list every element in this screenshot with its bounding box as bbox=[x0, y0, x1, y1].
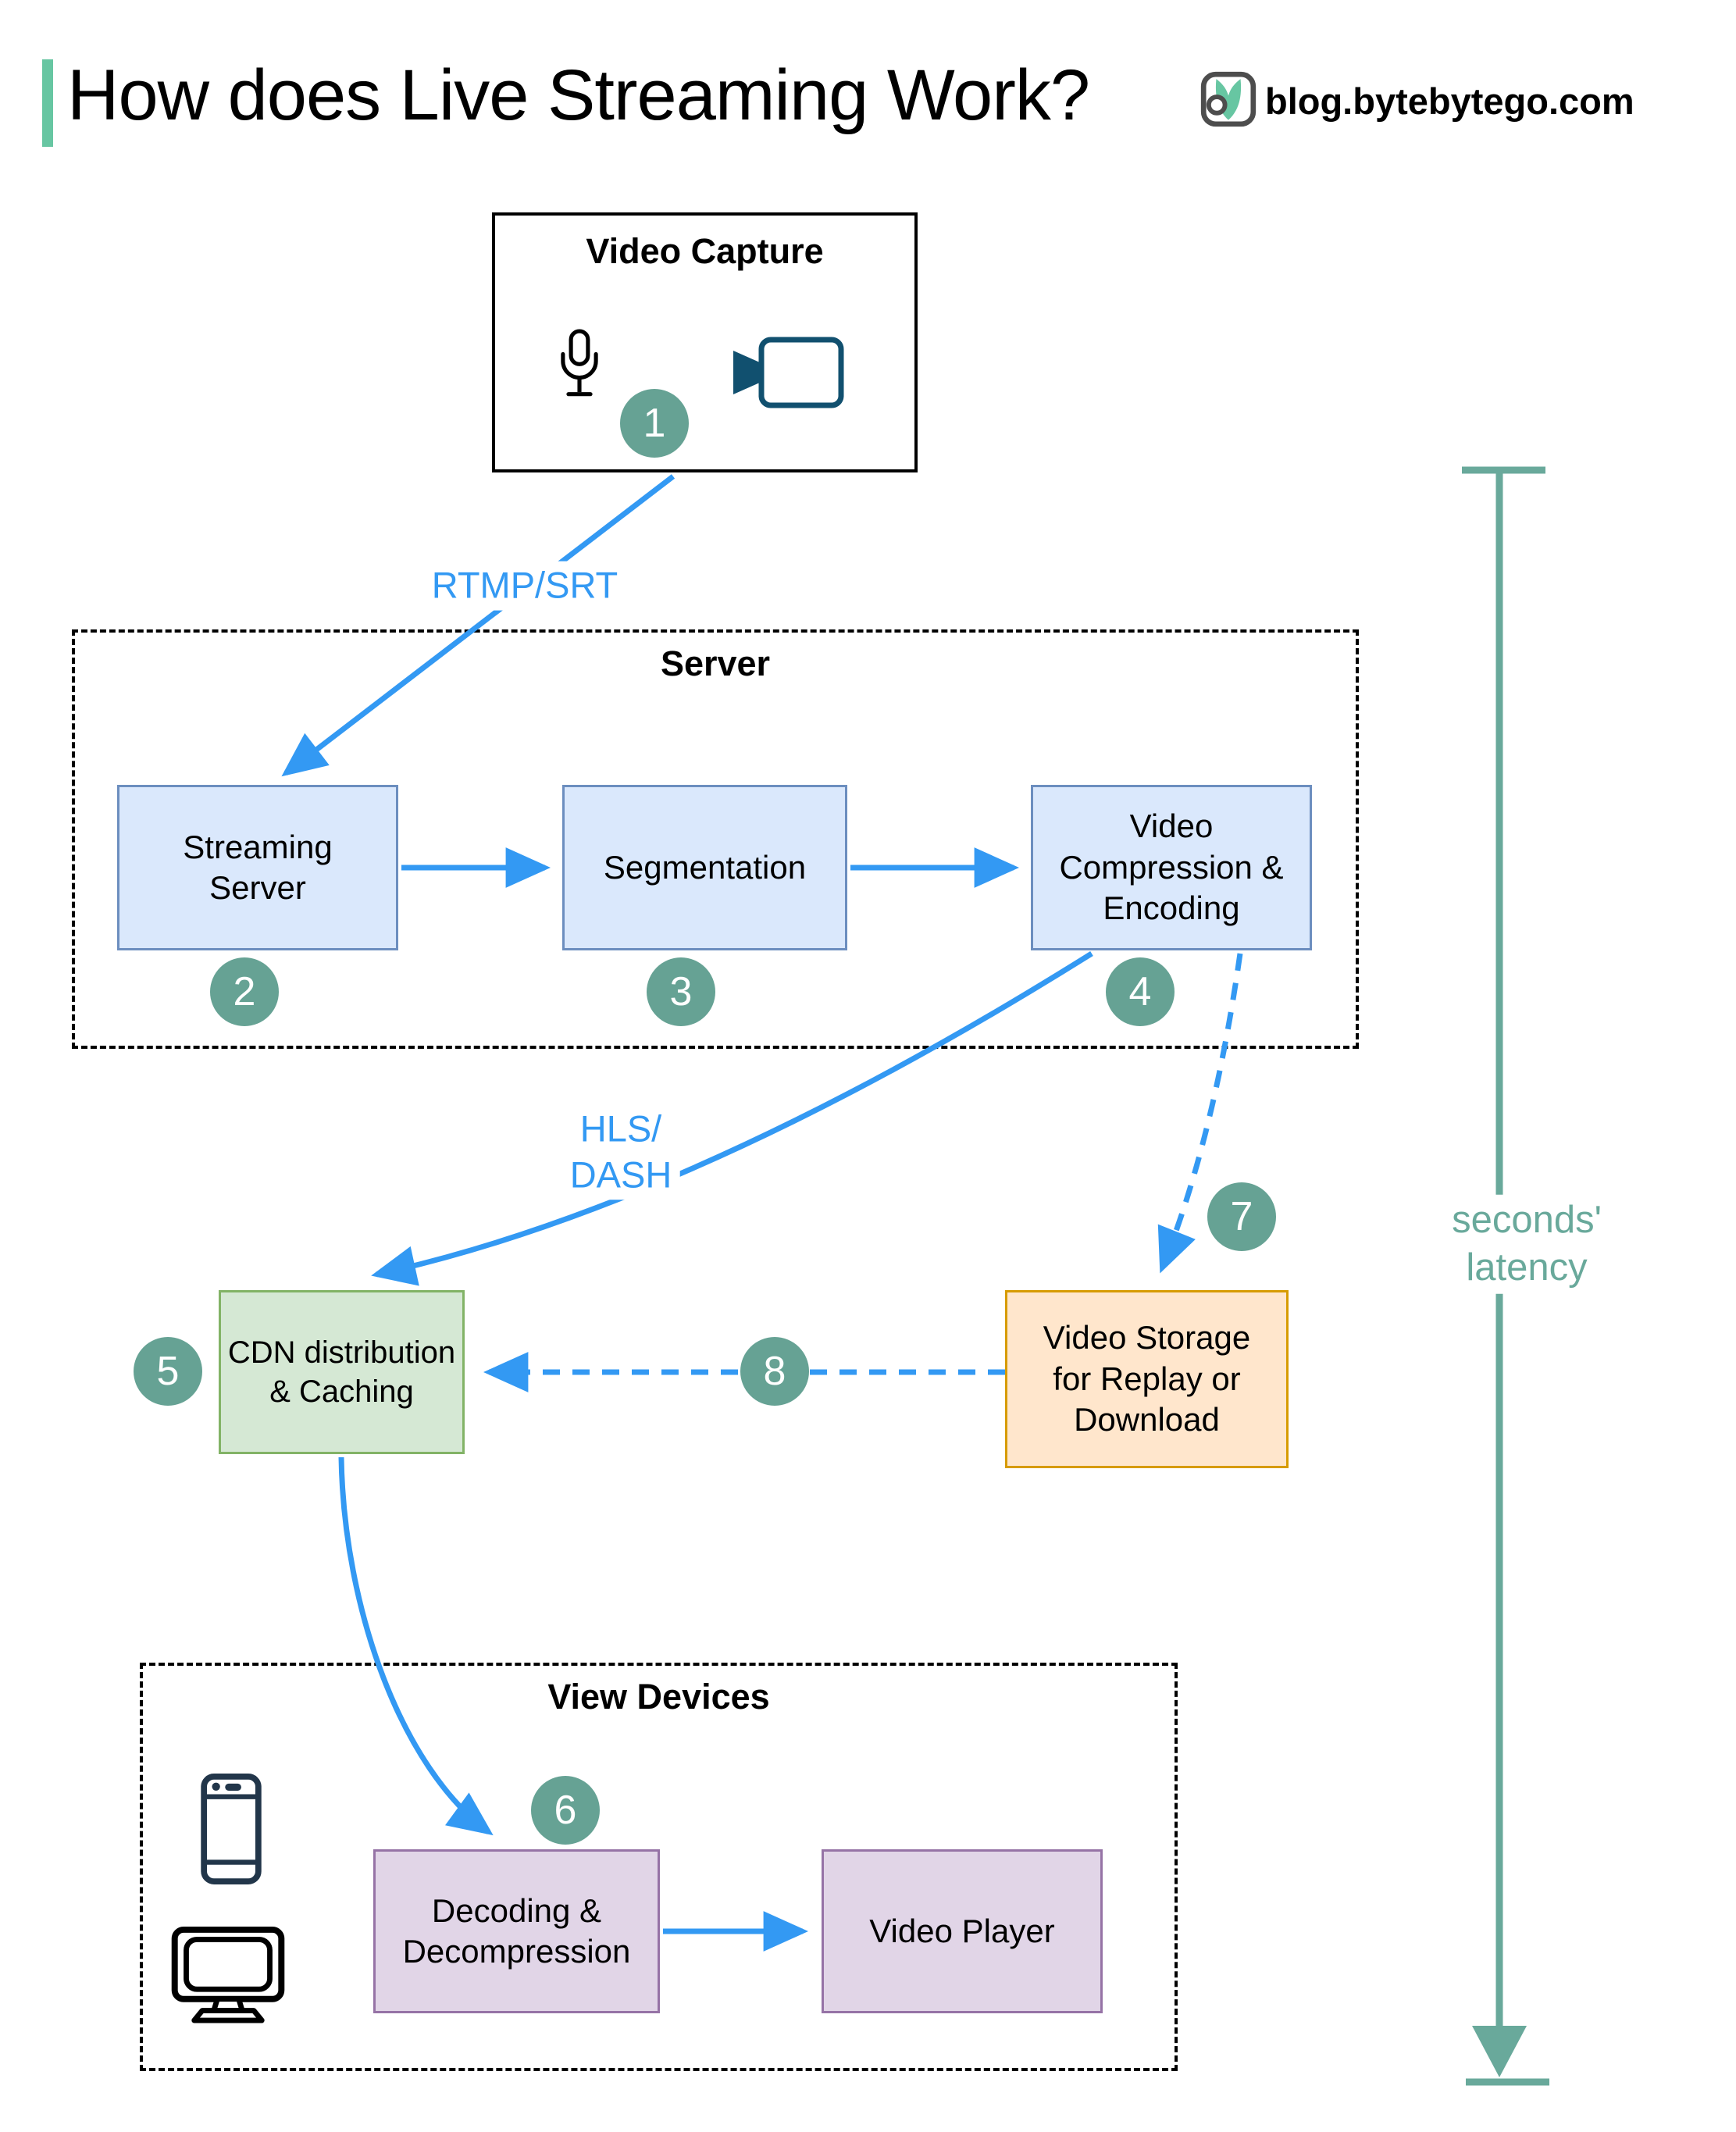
title-accent-bar bbox=[42, 59, 53, 147]
storage-label: Video Storage for Replay or Download bbox=[1043, 1319, 1251, 1439]
node-video-capture: Video Capture bbox=[492, 212, 918, 472]
page-title: How does Live Streaming Work? bbox=[67, 55, 1090, 135]
node-video-storage: Video Storage for Replay or Download bbox=[1005, 1290, 1289, 1468]
view-devices-group-label: View Devices bbox=[547, 1677, 770, 1717]
step-1-badge: 1 bbox=[620, 389, 689, 458]
node-segmentation: Segmentation bbox=[562, 785, 847, 950]
site-url: blog.bytebytego.com bbox=[1265, 80, 1634, 122]
compression-label: Video Compression & Encoding bbox=[1059, 808, 1284, 927]
step-6-badge: 6 bbox=[531, 1776, 600, 1845]
monitor-icon bbox=[171, 1926, 285, 2023]
latency-arrowhead-icon bbox=[1472, 2026, 1527, 2077]
hls-dash-label: HLS/ DASH bbox=[561, 1104, 680, 1200]
video-capture-label: Video Capture bbox=[586, 231, 824, 271]
cdn-label: CDN distribution & Caching bbox=[227, 1335, 456, 1409]
video-player-label: Video Player bbox=[869, 1912, 1055, 1949]
segmentation-label: Segmentation bbox=[603, 848, 807, 886]
node-video-compression-encoding: Video Compression & Encoding bbox=[1031, 785, 1312, 950]
step-4-badge: 4 bbox=[1106, 957, 1175, 1026]
step-8-badge: 8 bbox=[740, 1337, 809, 1406]
smartphone-icon bbox=[201, 1774, 262, 1884]
video-camera-icon bbox=[733, 337, 844, 408]
view-devices-group-box: View Devices bbox=[140, 1663, 1178, 2071]
bytebytego-logo-icon bbox=[1200, 71, 1257, 127]
node-streaming-server: Streaming Server bbox=[117, 785, 398, 950]
latency-label: seconds' latency bbox=[1422, 1194, 1631, 1294]
step-3-badge: 3 bbox=[647, 957, 715, 1026]
node-decoding-decompression: Decoding & Decompression bbox=[373, 1849, 660, 2013]
rtmp-srt-label: RTMP/SRT bbox=[423, 561, 626, 611]
step-5-badge: 5 bbox=[134, 1337, 202, 1406]
server-group-label: Server bbox=[660, 644, 771, 683]
node-video-player: Video Player bbox=[822, 1849, 1103, 2013]
step-2-badge: 2 bbox=[210, 957, 279, 1026]
node-cdn-distribution: CDN distribution & Caching bbox=[219, 1290, 465, 1454]
microphone-icon bbox=[561, 329, 598, 397]
streaming-server-label: Streaming Server bbox=[183, 828, 333, 907]
step-7-badge: 7 bbox=[1207, 1182, 1276, 1251]
decoding-label: Decoding & Decompression bbox=[402, 1891, 631, 1970]
